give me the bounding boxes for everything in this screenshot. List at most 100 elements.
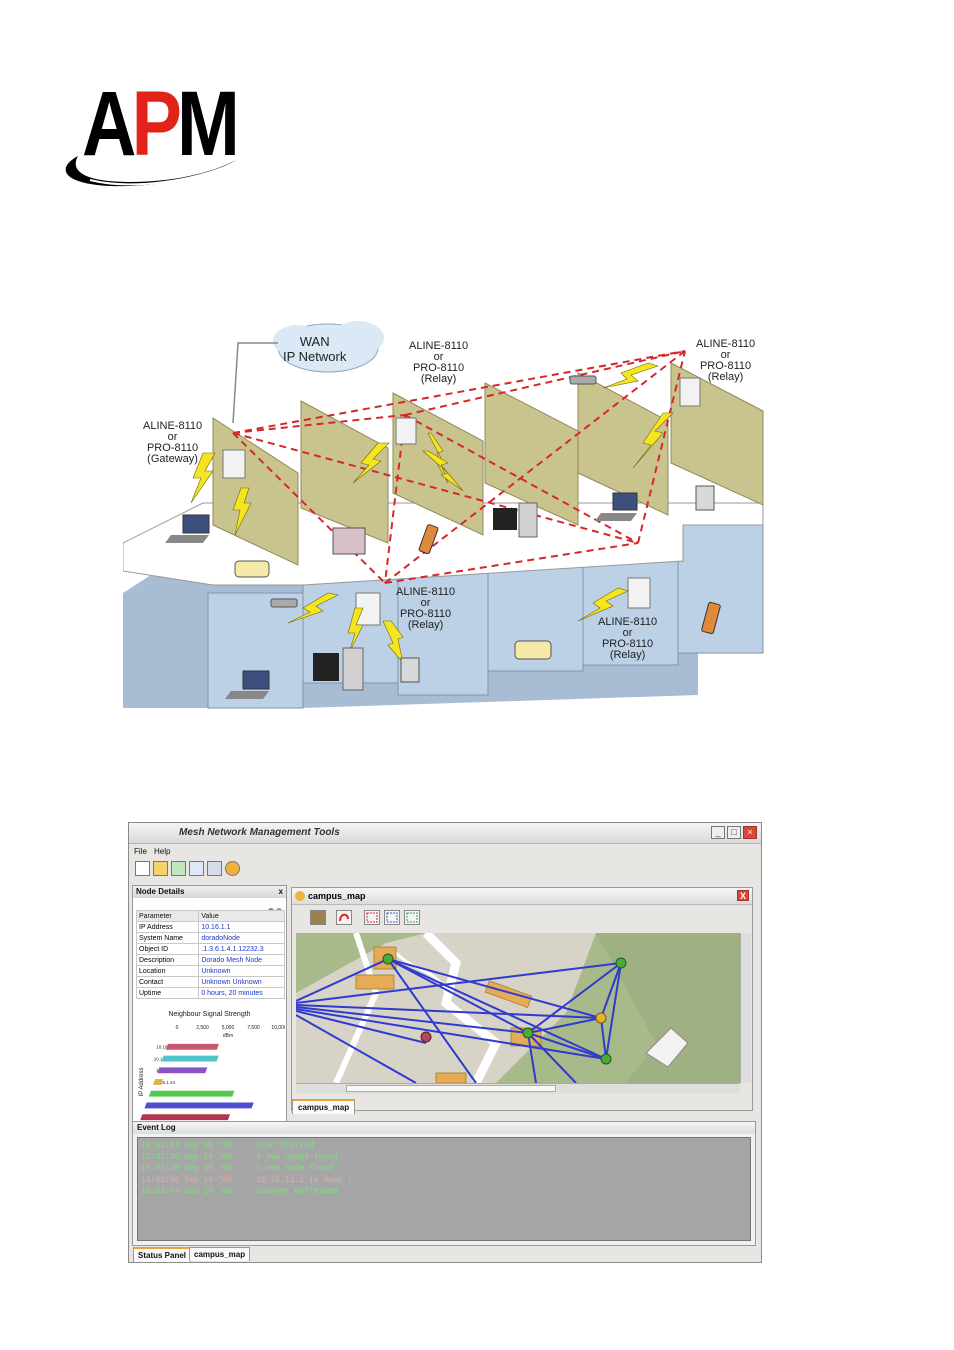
category-label: 10.16.1.24 (154, 1080, 176, 1085)
close-button[interactable]: × (743, 826, 757, 839)
maximize-button[interactable]: □ (727, 826, 741, 839)
logo-swoosh-icon (65, 156, 236, 187)
laptop-icon (595, 492, 638, 521)
list-item: 13:32:28 Sep 19 '06 - 1 new node found (141, 1164, 334, 1173)
menu-bar: File Help (129, 844, 761, 858)
node-icon[interactable] (615, 957, 627, 969)
node-down-icon[interactable] (420, 1031, 432, 1043)
minimize-button[interactable]: _ (711, 826, 725, 839)
logo-letter-p: P (131, 73, 182, 175)
menu-help[interactable]: Help (154, 847, 171, 856)
cascade-windows-icon[interactable] (207, 861, 222, 876)
list-item: 13:32:03 Sep 19 '06 - Scan Started (141, 1141, 314, 1150)
list-item: 13:33:04 Sep 19 '06 - Scanner Refreshed (141, 1187, 338, 1196)
pda-icon (695, 485, 715, 511)
campus-map-header: campus_map X (292, 888, 752, 905)
logo-text: APM (82, 78, 240, 170)
fax-icon (332, 527, 366, 555)
desktop-computer-icon (493, 502, 538, 538)
menu-file[interactable]: File (134, 847, 147, 856)
client-devices (165, 375, 721, 699)
laptop-icon (225, 670, 270, 699)
signal-bar (140, 1114, 231, 1121)
mobile-phone-icon (418, 524, 439, 555)
window-title: Mesh Network Management Tools (179, 827, 340, 838)
tile-windows-icon[interactable] (189, 861, 204, 876)
scrollbar-thumb[interactable] (346, 1085, 556, 1092)
column-parameter: Parameter (135, 910, 200, 922)
map-vertical-scrollbar[interactable] (740, 933, 751, 1083)
node-details-title: Node Details (136, 887, 185, 896)
campus-map-close-button[interactable]: X (737, 890, 749, 901)
node-icon[interactable] (595, 1012, 607, 1024)
logo-letter-a: A (82, 73, 137, 175)
x-tick-label: 2,500 (196, 1025, 209, 1031)
open-folder-icon[interactable] (153, 861, 168, 876)
signal-bar (161, 1055, 219, 1062)
zoom-fit-icon[interactable] (384, 910, 400, 925)
x-tick-label: 0 (176, 1025, 179, 1031)
campus-map-view[interactable] (296, 933, 740, 1083)
building-diagram (122, 321, 764, 709)
background-image-icon[interactable] (310, 910, 326, 925)
wireless-bolts (190, 362, 674, 664)
pda-icon (400, 657, 420, 683)
node-details-close-button[interactable]: x (278, 887, 283, 896)
window-titlebar: Mesh Network Management Tools _ □ × (129, 823, 761, 844)
node-icon[interactable] (522, 1027, 534, 1039)
signal-chart-title: Neighbour Signal Strength (168, 1011, 251, 1018)
map-horizontal-scrollbar[interactable] (296, 1083, 740, 1094)
camera-icon (270, 598, 298, 608)
wan-cloud-label: WAN IP Network (283, 334, 347, 364)
signal-bar (144, 1102, 254, 1109)
campus-map-window: campus_map X (291, 887, 753, 1111)
zoom-out-icon[interactable] (364, 910, 380, 925)
wan-cloud (273, 321, 384, 373)
node-details-panel: Node Details x Parameter Value IP Addres… (132, 885, 287, 1127)
apm-logo: APM (60, 78, 240, 193)
table-row[interactable]: Object ID.1.3.6.1.4.1.12232.3 (135, 943, 285, 955)
signal-bar (165, 1043, 219, 1050)
x-tick-label: 5,000 (222, 1025, 235, 1031)
link-tool-icon[interactable] (336, 910, 352, 925)
refresh-icon[interactable] (171, 861, 186, 876)
tab-campus-map-bottom[interactable]: campus_map (189, 1247, 251, 1261)
laptop-icon (165, 514, 210, 543)
event-log-panel: Event Log 13:32:03 Sep 19 '06 - Scan Sta… (132, 1121, 756, 1246)
list-item: 13:32:20 Sep 19 '06 - 8 new nodes found (141, 1152, 338, 1162)
signal-bar (153, 1079, 164, 1085)
node-icon[interactable] (382, 953, 394, 965)
map-window-icon (295, 891, 305, 901)
list-item: 13:32:46 Sep 19 '06 - 10.16.11.1 is down… (141, 1175, 353, 1185)
zoom-in-icon[interactable] (404, 910, 420, 925)
scan-icon[interactable] (225, 861, 240, 876)
node-icon[interactable] (600, 1053, 612, 1065)
new-icon[interactable] (135, 861, 150, 876)
campus-map-canvas (296, 933, 740, 1083)
tab-campus-map[interactable]: campus_map (292, 1099, 356, 1114)
signal-bar (148, 1090, 235, 1097)
tab-status-panel[interactable]: Status Panel (133, 1247, 192, 1262)
event-log-list: 13:32:03 Sep 19 '06 - Scan Started 13:32… (137, 1137, 751, 1241)
y-axis-label: IP Address (139, 1068, 145, 1097)
desktop-computer-icon (313, 647, 364, 691)
campus-map-title: campus_map (308, 891, 366, 901)
column-value: Value (198, 910, 285, 922)
phone-icon (514, 640, 552, 660)
event-log-title: Event Log (133, 1122, 755, 1134)
x-axis-label: dBm (223, 1033, 233, 1039)
x-tick-label: 7,500 (247, 1025, 260, 1031)
